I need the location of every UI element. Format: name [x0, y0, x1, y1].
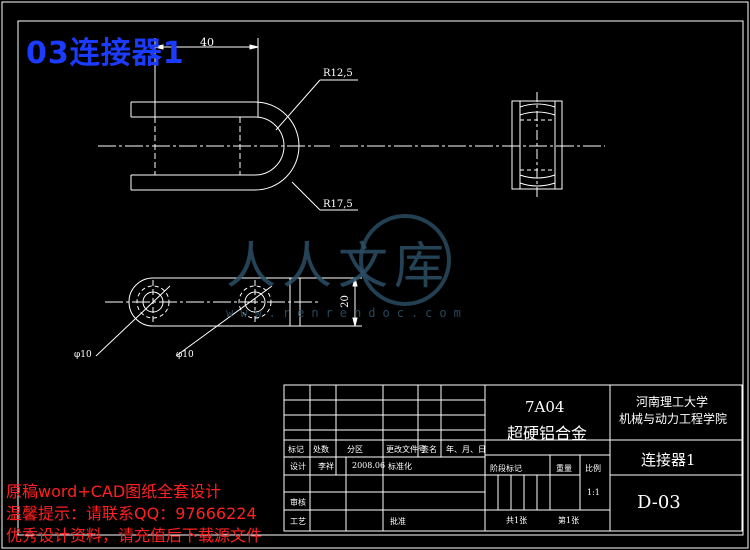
college-name: 机械与动力工程学院: [619, 412, 728, 426]
inner-frame: [17, 20, 744, 536]
label-sign: 签名: [421, 445, 437, 454]
label-approve: 批准: [390, 517, 406, 526]
side-top-arc: [519, 103, 556, 108]
logo-circle: [359, 214, 451, 306]
front-outline: [128, 277, 301, 327]
label-change-doc: 更改文件号: [386, 445, 426, 454]
ad-line-3: 优秀设计资料，请充值后下载源文件: [6, 526, 263, 545]
dim-text-r17: R17,5: [323, 199, 353, 210]
label-process: 工艺: [290, 517, 306, 526]
label-standardize: 标准化: [388, 462, 412, 471]
logo-text: 人人文库: [226, 237, 450, 295]
label-zone: 分区: [347, 445, 363, 454]
dim-text-r12: R12,5: [323, 68, 353, 79]
label-date: 年、月、日: [446, 445, 486, 454]
label-count: 处数: [313, 445, 329, 454]
designer-name: 李祥: [318, 462, 334, 471]
ad-line-1: 原稿word+CAD图纸全套设计: [6, 482, 222, 501]
leader-hole-left: [95, 285, 171, 357]
arrow-20-bottom: [352, 317, 358, 327]
ad-line-2: 温馨提示：请联系QQ：97666224: [6, 504, 257, 523]
leader-r12: [275, 79, 321, 131]
logo-url: www.renrendoc.com: [226, 306, 468, 320]
drawing-number: D-03: [637, 492, 681, 513]
dim-text-20: 20: [339, 295, 351, 308]
watermark-title: 03连接器1: [26, 36, 185, 71]
arrow-40-right: [249, 44, 259, 50]
leader-hole-right: [175, 285, 273, 357]
material-code: 7A04: [525, 398, 565, 416]
material-name: 超硬铝合金: [507, 424, 588, 443]
label-sheet-no: 第1张: [558, 516, 580, 525]
front-view: [95, 277, 362, 357]
title-block: [283, 384, 743, 532]
dim-text-hole-left: φ10: [74, 350, 92, 360]
top-view: [98, 38, 358, 211]
scale-value: 1:1: [587, 488, 600, 497]
school-name: 河南理工大学: [636, 395, 709, 409]
side-bottom-arc: [519, 182, 556, 187]
label-weight: 重量: [556, 464, 572, 473]
label-ratio: 比例: [585, 464, 601, 473]
label-sheets-total: 共1张: [506, 516, 528, 525]
dim-text-hole-right: φ10: [176, 350, 194, 360]
title-block-border: [283, 384, 743, 532]
label-design: 设计: [290, 462, 306, 471]
label-review: 审核: [290, 498, 306, 507]
design-date: 2008.06: [352, 461, 386, 470]
label-mark: 标记: [288, 445, 304, 454]
leader-r17: [291, 181, 321, 211]
dim-text-40: 40: [200, 36, 214, 49]
arrow-40-left: [154, 44, 164, 50]
arrow-20-top: [352, 277, 358, 287]
label-stage-mark: 阶段标记: [490, 464, 522, 473]
part-name: 连接器1: [641, 451, 696, 469]
side-view: [340, 92, 605, 198]
